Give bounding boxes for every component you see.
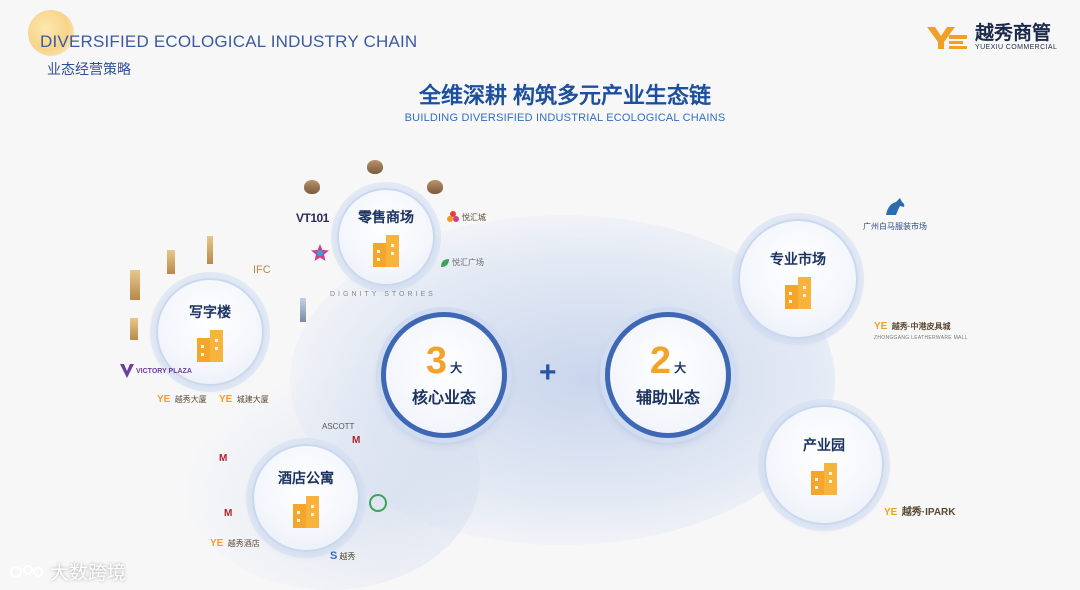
- node-office-label: 写字楼: [189, 304, 231, 320]
- leaf-icon: [441, 258, 449, 267]
- victory-v-icon: [120, 364, 134, 378]
- retail-logo-dignity: DIGNITY STORIES: [330, 291, 436, 298]
- market-logo-zhonggang: YE 越秀·中港皮具城 ZHONGGANG LEATHERWARE MALL: [874, 321, 968, 341]
- retail-logo-pill-2: [367, 158, 385, 176]
- watermark: 大数跨境: [10, 558, 126, 585]
- retail-logo-star: [311, 244, 329, 267]
- hotel-logo-yuexiu: YE 越秀酒店: [210, 538, 260, 549]
- node-hotel-label: 酒店公寓: [278, 470, 334, 486]
- node-market: 专业市场: [738, 219, 858, 339]
- hotel-logo-s: S 越秀: [330, 550, 356, 562]
- office-logo-chengjian: YE 城建大厦: [219, 394, 269, 405]
- hotel-logo-green-circle: [369, 494, 387, 512]
- retail-logo-vt101: VT101: [296, 211, 329, 225]
- office-logo-ifc: IFC: [253, 264, 271, 276]
- node-market-label: 专业市场: [770, 251, 826, 267]
- office-logo-tower-4: [130, 318, 138, 340]
- horse-icon: [886, 198, 905, 215]
- header-title-cn: 业态经营策略: [47, 61, 131, 77]
- retail-logo-yuehuicheng: 悦汇城: [446, 210, 486, 224]
- brand-name-en: YUEXIU COMMERCIAL: [975, 44, 1058, 51]
- node-hotel: 酒店公寓: [252, 444, 360, 552]
- office-logo-yuexiu-dasha: YE 越秀大厦: [157, 394, 207, 405]
- retail-logo-pill-3: [427, 178, 445, 196]
- office-logo-tower-1: [130, 270, 140, 300]
- park-logo-ipark: YE 越秀·IPARK: [884, 507, 956, 518]
- office-logo-victory: VICTORY PLAZA: [120, 364, 192, 378]
- building-icon: [371, 235, 401, 267]
- hotel-logo-ascott: ASCOTT: [322, 422, 355, 431]
- building-icon: [195, 330, 225, 362]
- main-subtitle: BUILDING DIVERSIFIED INDUSTRIAL ECOLOGIC…: [404, 112, 726, 124]
- office-logo-tower-2: [167, 250, 175, 274]
- paw-icon: [10, 564, 43, 578]
- brand-name-cn: 越秀商管: [975, 23, 1052, 44]
- header-title-en: DIVERSIFIED ECOLOGICAL INDUSTRY CHAIN: [40, 32, 418, 51]
- building-icon: [783, 277, 813, 309]
- retail-logo-pill-1: [304, 178, 322, 196]
- building-icon: [291, 496, 321, 528]
- star-icon: [311, 244, 329, 261]
- node-retail-label: 零售商场: [358, 209, 414, 225]
- node-park: 产业园: [764, 405, 884, 525]
- core-business-circle: 3 大 核心业态: [381, 312, 507, 438]
- office-logo-tower-3: [207, 236, 213, 264]
- building-icon: [809, 463, 839, 495]
- aux-business-circle: 2 大 辅助业态: [605, 312, 731, 438]
- aux-label: 辅助业态: [635, 390, 700, 407]
- hotel-logo-marriott-3: M: [352, 435, 361, 446]
- ye-logo-icon: [927, 26, 967, 49]
- core-number: 3: [425, 340, 448, 382]
- hotel-logo-marriott-1: M: [219, 453, 228, 464]
- sun-decoration: [28, 10, 74, 56]
- main-title: 全维深耕 构筑多元产业生态链: [418, 83, 712, 108]
- aux-unit: 大: [674, 361, 687, 375]
- plus-sign: +: [539, 356, 557, 389]
- aux-number: 2: [649, 340, 672, 382]
- retail-logo-yuehuiguangchang: 悦汇广场: [440, 257, 484, 268]
- flower-icon: [447, 211, 459, 222]
- office-logo-tower-5: [300, 298, 306, 322]
- market-logo-baima: 广州白马服装市场: [860, 198, 930, 232]
- node-retail: 零售商场: [337, 188, 435, 286]
- hotel-logo-marriott-2: M: [224, 508, 233, 519]
- brand-logo: 越秀商管 YUEXIU COMMERCIAL: [927, 24, 1057, 51]
- core-label: 核心业态: [411, 390, 476, 407]
- core-unit: 大: [450, 361, 463, 375]
- node-office: 写字楼: [156, 278, 264, 386]
- node-park-label: 产业园: [803, 437, 845, 453]
